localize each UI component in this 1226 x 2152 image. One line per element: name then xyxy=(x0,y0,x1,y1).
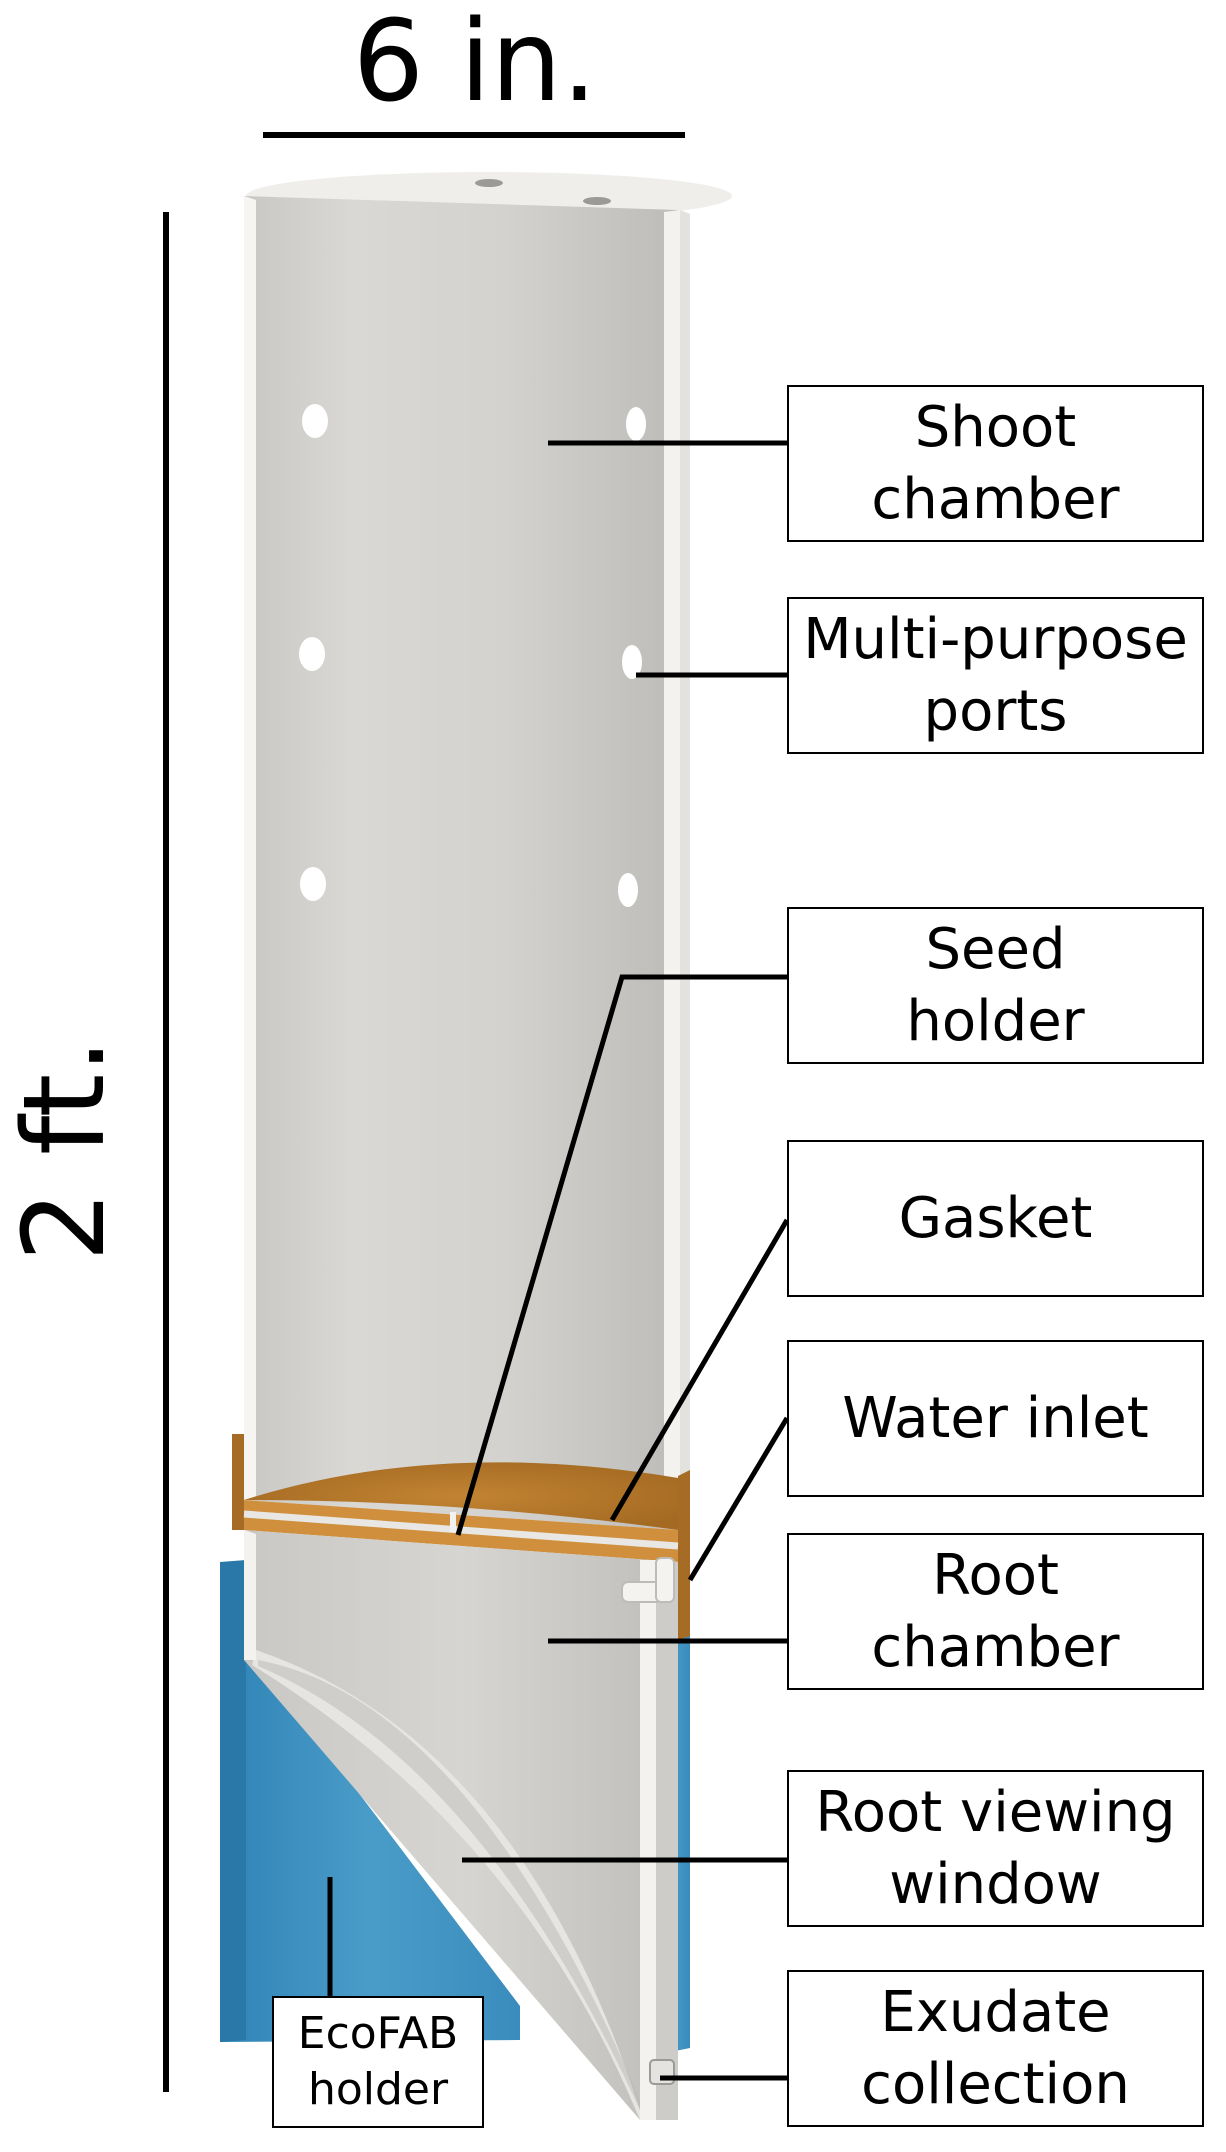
label-line: Exudate xyxy=(880,1979,1111,2045)
label-gasket: Gasket xyxy=(787,1140,1204,1297)
label-line: EcoFAB xyxy=(297,2008,459,2059)
label-line: Root xyxy=(932,1542,1059,1608)
label-line: Shoot xyxy=(914,394,1077,460)
label-line: chamber xyxy=(871,1614,1120,1680)
label-exudate-collection: Exudate collection xyxy=(787,1970,1204,2127)
label-root-viewing-window: Root viewing window xyxy=(787,1770,1204,1927)
label-line: Multi-purpose xyxy=(803,606,1188,672)
width-dimension-label: 6 in. xyxy=(352,0,598,127)
height-dimension-wrap: 2 ft. xyxy=(0,1000,130,1300)
label-line: holder xyxy=(307,2064,449,2115)
root-tube-shape xyxy=(244,1530,678,2120)
label-line: Root viewing xyxy=(815,1779,1176,1845)
label-line: chamber xyxy=(871,466,1120,532)
label-line: window xyxy=(889,1851,1102,1917)
label-water-inlet: Water inlet xyxy=(787,1340,1204,1497)
label-line: Water inlet xyxy=(842,1385,1149,1451)
label-line: holder xyxy=(906,988,1085,1054)
label-line: Seed xyxy=(925,916,1066,982)
label-ecofab-holder: EcoFAB holder xyxy=(272,1996,484,2128)
label-multi-purpose-ports: Multi-purpose ports xyxy=(787,597,1204,754)
label-root-chamber: Root chamber xyxy=(787,1533,1204,1690)
label-seed-holder: Seed holder xyxy=(787,907,1204,1064)
leader-lines xyxy=(327,440,790,2081)
label-line: collection xyxy=(861,2051,1130,2117)
height-dimension-label: 2 ft. xyxy=(0,1038,130,1262)
water-inlet-fitting xyxy=(621,1557,675,1603)
label-line: Gasket xyxy=(898,1185,1093,1251)
label-line: ports xyxy=(923,678,1068,744)
label-shoot-chamber: Shoot chamber xyxy=(787,385,1204,542)
shoot-tube-shape xyxy=(244,172,732,1530)
